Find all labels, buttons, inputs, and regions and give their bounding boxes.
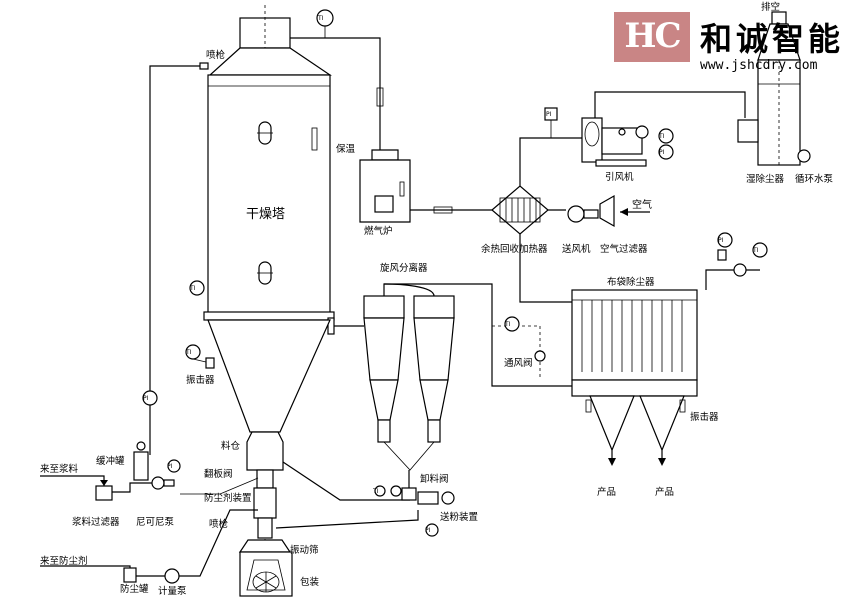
brand-logo: HC [614, 12, 690, 62]
label-spray-gun-bottom: 喷枪 [209, 519, 229, 530]
label-heat-recovery: 余热回收加热器 [481, 244, 548, 255]
label-spray-gun-top: 喷枪 [206, 50, 226, 61]
label-packing: 包装 [300, 577, 320, 588]
bag-filter [571, 289, 698, 466]
instrument-tag: TI [186, 349, 192, 356]
instrument-tag: PI [143, 395, 149, 402]
label-gas-furnace: 燃气炉 [364, 226, 393, 237]
instrument-tag: TI [190, 285, 196, 292]
label-vibrator-left: 振击器 [186, 375, 215, 386]
label-slurry-in: 来至浆料 [40, 464, 79, 475]
label-powder-convey: 送粉装置 [440, 512, 479, 523]
label-vib-screen: 振动筛 [290, 545, 319, 556]
label-wet-scrubber: 湿除尘器 [746, 174, 785, 185]
label-slurry-filter: 浆料过滤器 [72, 517, 120, 528]
wet-scrubber [737, 11, 811, 166]
instrument-tag: TI [318, 15, 324, 22]
label-buffer-tank: 缓冲罐 [96, 456, 125, 467]
label-hopper: 料仓 [221, 441, 241, 452]
label-insulation: 保温 [336, 144, 356, 155]
instrument-tag: TI [505, 321, 511, 328]
label-drying-tower: 干燥塔 [246, 207, 286, 222]
instrument-tag: TI [373, 488, 379, 495]
label-antidust-in: 来至防尘剂 [40, 556, 88, 567]
induced-fan [581, 117, 649, 167]
label-antidust-device: 防尘剂装置 [204, 493, 252, 504]
label-induced-fan: 引风机 [605, 172, 634, 183]
label-vent-valve: 通风阀 [504, 358, 533, 369]
label-product-2: 产品 [655, 487, 675, 498]
instrument-tag: TI [659, 133, 665, 140]
instrument-tag: PI [718, 237, 724, 244]
brand-url: www.jshcdry.com [700, 58, 818, 73]
brand-name: 和诚智能 [700, 20, 845, 58]
label-mono-pump: 尼可尼泵 [136, 517, 175, 528]
instrument-tag: PI [167, 463, 173, 470]
label-vibrator-right: 振击器 [690, 412, 719, 423]
logo-mark: HC [624, 16, 681, 56]
label-cyclone: 旋风分离器 [380, 263, 428, 274]
label-air: 空气 [632, 200, 652, 211]
label-antidust-tank: 防尘罐 [120, 584, 149, 595]
label-product-1: 产品 [597, 487, 617, 498]
label-circ-pump: 循环水泵 [795, 174, 834, 185]
label-discharge-valve: 卸料阀 [420, 474, 449, 485]
label-bag-filter: 布袋除尘器 [607, 277, 655, 288]
label-metering-pump: 计量泵 [158, 586, 187, 597]
instrument-tag: PI [546, 111, 552, 118]
gas-furnace [359, 149, 411, 223]
instrument-tag: PI [659, 149, 665, 156]
instrument-tag: TI [753, 247, 759, 254]
label-blower: 送风机 [562, 244, 591, 255]
cyclones [363, 295, 455, 471]
label-exhaust: 排空 [761, 2, 781, 13]
instrument-tag: PI [425, 527, 431, 534]
heat-recovery-exchanger [491, 185, 549, 235]
label-flap-valve: 翻板阀 [204, 469, 233, 480]
drying-tower [203, 5, 335, 597]
label-air-filter: 空气过滤器 [600, 244, 648, 255]
